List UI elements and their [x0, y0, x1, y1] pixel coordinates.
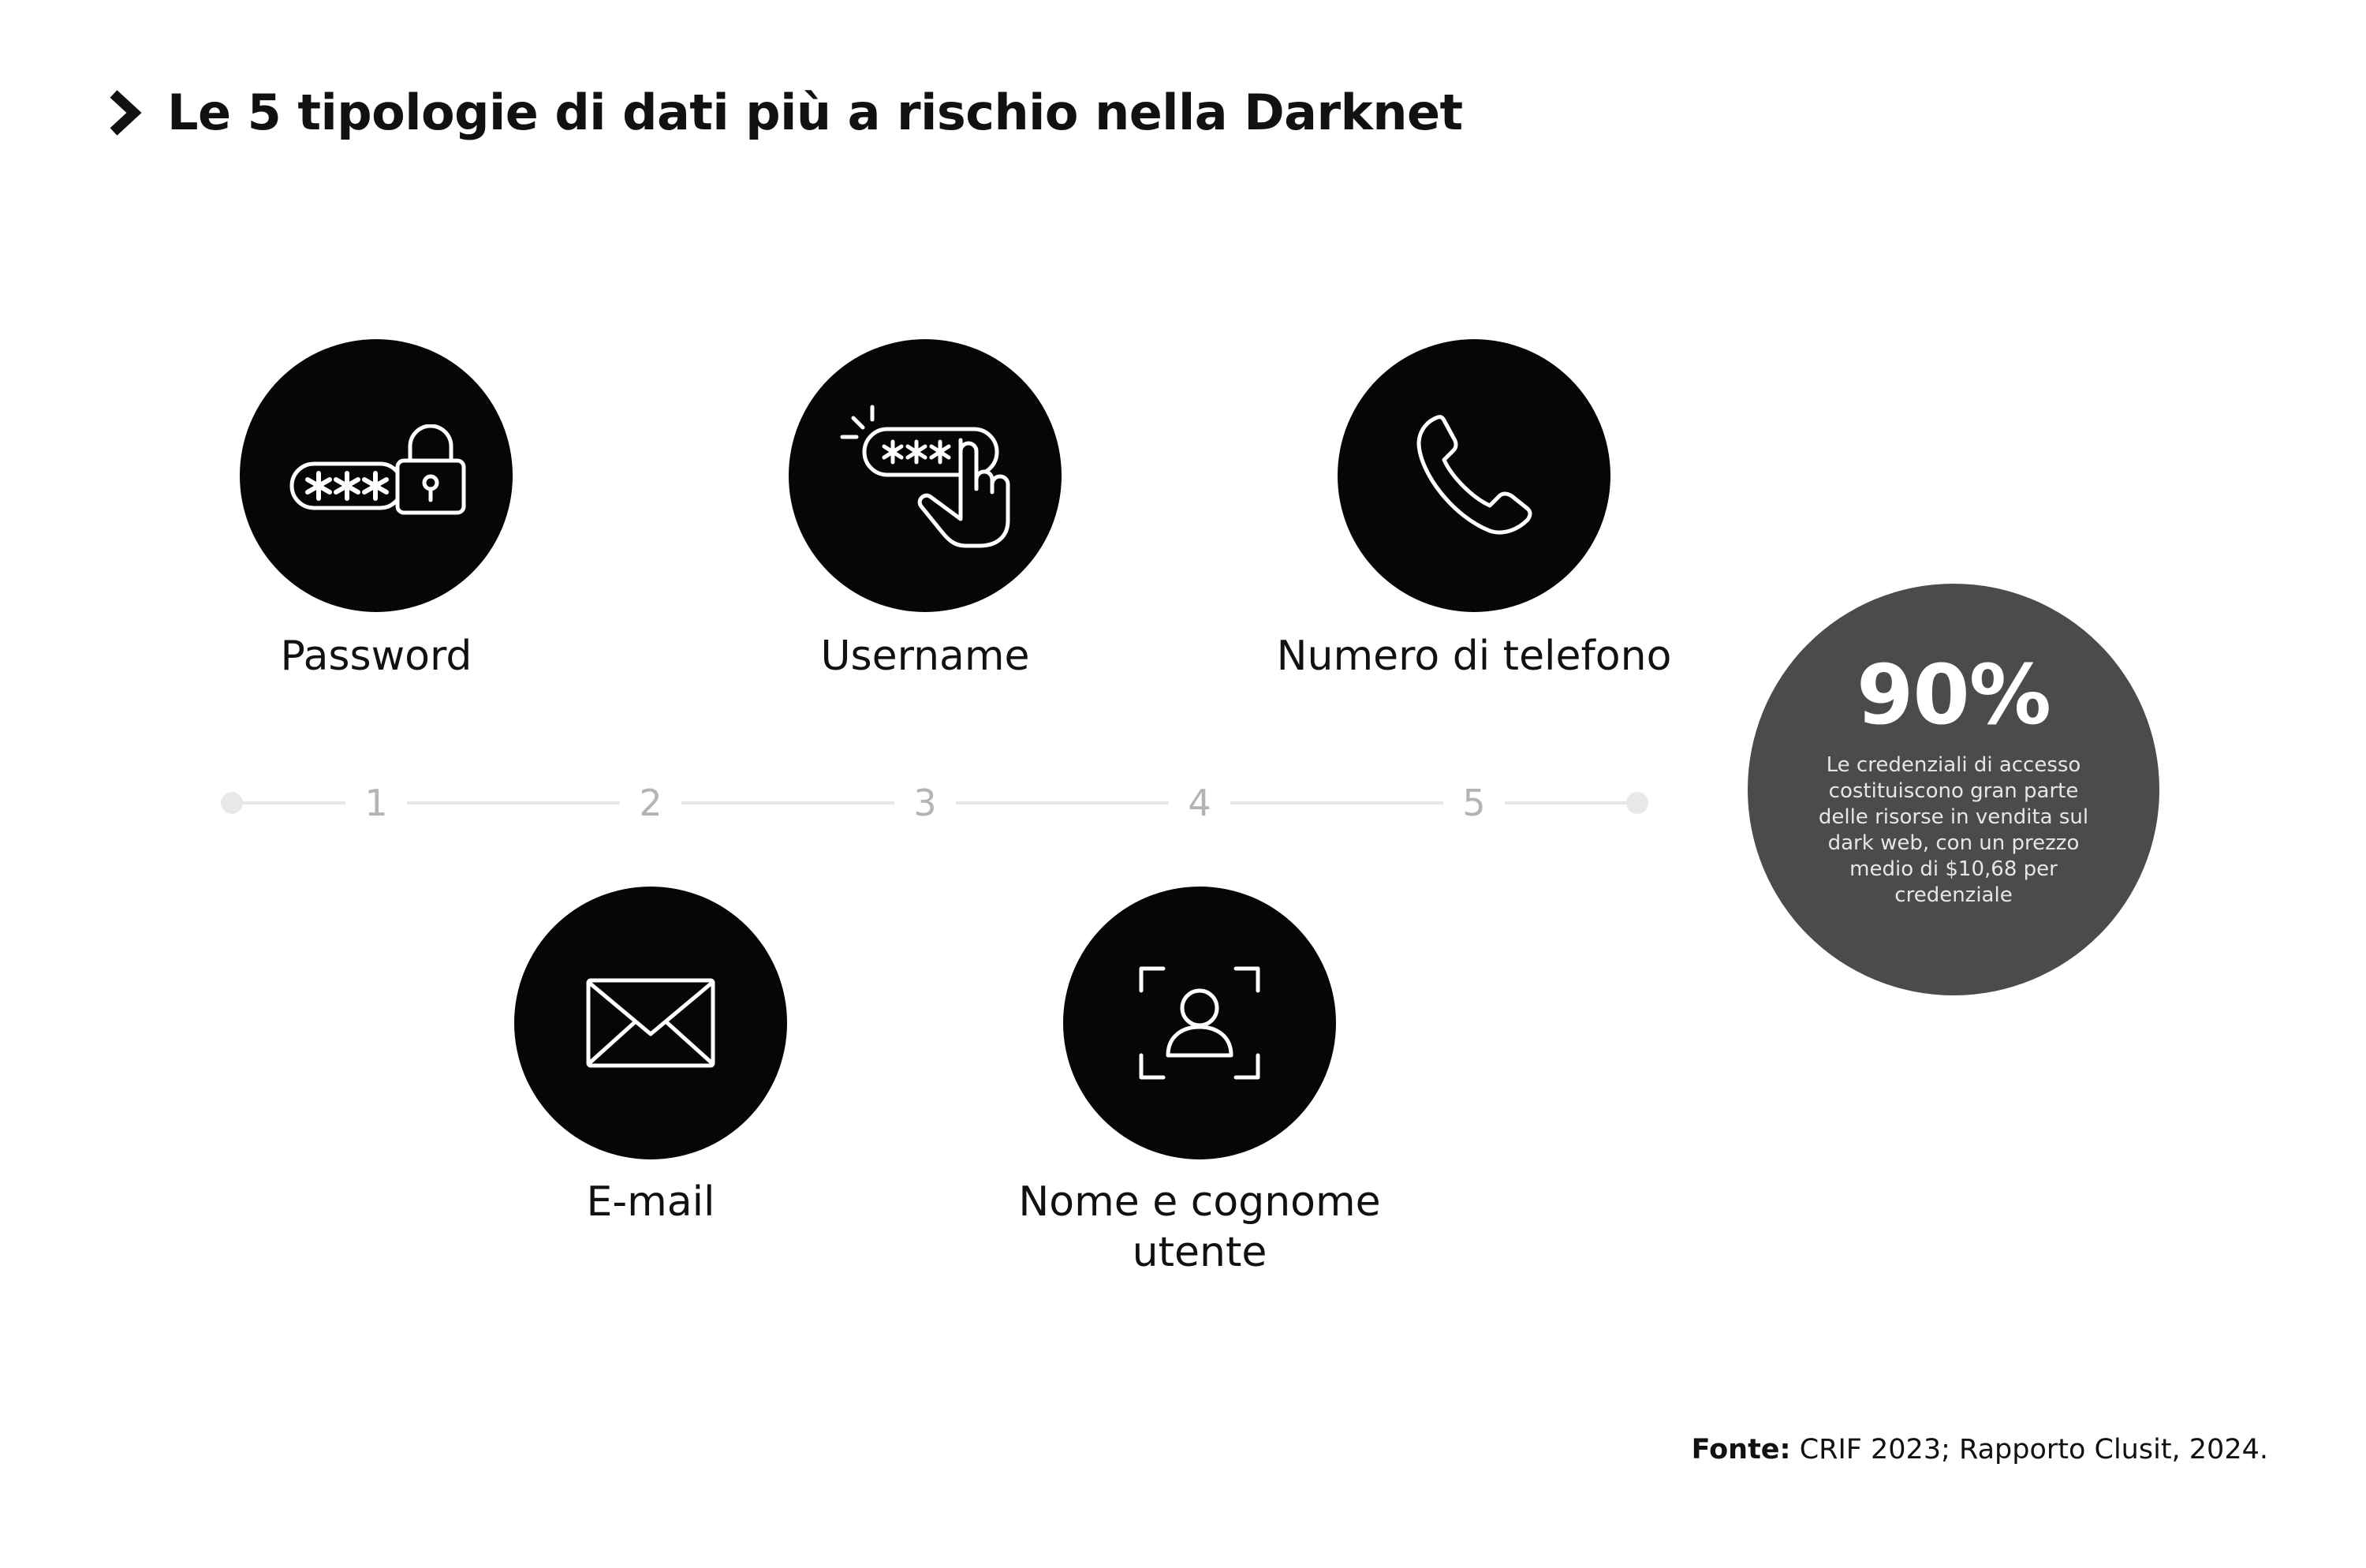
password-click-icon	[840, 405, 1010, 548]
password-lock-icon	[289, 424, 466, 515]
timeline-number-3: 3	[913, 782, 936, 824]
username-label: Username	[820, 633, 1030, 680]
password-circle	[240, 339, 513, 612]
timeline-start-dot	[221, 792, 243, 814]
timeline-number-1: 1	[364, 782, 387, 824]
email-label: E-mail	[586, 1178, 715, 1226]
page-title: Le 5 tipologie di dati più a rischio nel…	[167, 84, 1463, 141]
email-circle	[514, 887, 787, 1159]
name-circle	[1063, 887, 1336, 1159]
phone-label: Numero di telefono	[1276, 633, 1672, 680]
chevron-right-icon	[110, 89, 142, 136]
source-note: Fonte: CRIF 2023; Rapporto Clusit, 2024.	[1692, 1434, 2268, 1465]
phone-icon	[1416, 415, 1532, 535]
source-text: CRIF 2023; Rapporto Clusit, 2024.	[1799, 1434, 2268, 1465]
timeline-end-dot	[1626, 792, 1648, 814]
stat-value: 90%	[1857, 647, 2051, 743]
title-row: Le 5 tipologie di dati più a rischio nel…	[109, 84, 1463, 141]
username-circle	[789, 339, 1062, 612]
timeline-number-4: 4	[1188, 782, 1211, 824]
stat-description: Le credenziali di accesso costituiscono …	[1818, 753, 2089, 907]
face-scan-icon	[1139, 966, 1260, 1080]
timeline-number-5: 5	[1462, 782, 1485, 824]
password-label: Password	[280, 633, 472, 680]
source-label: Fonte:	[1691, 1434, 1791, 1465]
stat-circle: 90% Le credenziali di accesso costituisc…	[1748, 584, 2159, 995]
phone-circle	[1338, 339, 1610, 612]
name-label: Nome e cognome utente	[1018, 1178, 1381, 1276]
envelope-icon	[586, 978, 715, 1068]
timeline-number-2: 2	[639, 782, 662, 824]
